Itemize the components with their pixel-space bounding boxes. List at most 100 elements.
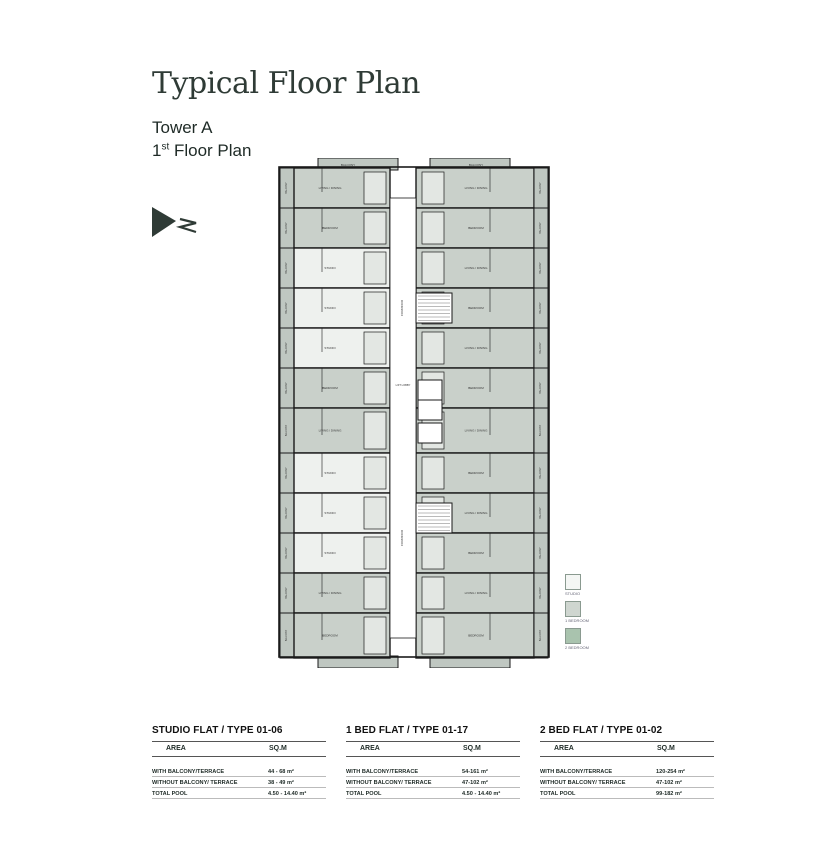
table-header: AREA SQ.M [540, 742, 714, 756]
room-label: BEDROOM [322, 386, 338, 390]
room-label: BALCONY [285, 547, 288, 559]
room-label: BALCONY [285, 262, 288, 274]
col-sqm: SQ.M [657, 745, 675, 752]
left-bath [363, 291, 387, 325]
left-bath [363, 331, 387, 365]
room-label: BALCONY [539, 182, 542, 194]
col-area: AREA [166, 745, 186, 752]
room-label: LIVING / DINING [465, 511, 489, 515]
left-bath [363, 371, 387, 405]
table-rule [540, 756, 714, 757]
lift-car [417, 422, 443, 444]
room-label: BALCONY [539, 262, 542, 274]
table-rule [346, 756, 520, 757]
floor-ordinal: st [161, 141, 170, 153]
room-label: BALCONY [539, 507, 542, 519]
room-label: BALCONY [285, 342, 288, 354]
lift-car [417, 379, 443, 401]
room-label: LIVING / DINING [465, 429, 489, 433]
room-label: LIVING / DINING [465, 346, 489, 350]
room-label: BALCONY [539, 382, 542, 394]
room-label: BALCONY [285, 629, 288, 641]
room-label: BEDROOM [468, 634, 484, 638]
room-label: BALCONY [469, 163, 483, 167]
floor-plan-drawing: BALCONY BALCONY BALCONY LIVING / DINING BALC… [278, 158, 550, 668]
right-bath [421, 171, 445, 205]
room-label: BALCONY [539, 547, 542, 559]
room-label: CORRIDOR [400, 529, 404, 546]
room-label: STUDIO [324, 346, 336, 350]
room-label: BALCONY [285, 222, 288, 234]
north-arrow-n-mark [175, 217, 197, 234]
left-bath [363, 211, 387, 245]
col-area: AREA [360, 745, 380, 752]
legend-label: 1 BEDROOM [565, 618, 590, 623]
plan-core [278, 166, 550, 658]
plan-outline [278, 166, 550, 658]
room-label: BEDROOM [468, 471, 484, 475]
tower-name: Tower A [152, 118, 213, 137]
room-label: STUDIO [324, 511, 336, 515]
right-bath [421, 251, 445, 285]
left-bath [363, 616, 387, 655]
room-label: BALCONY [285, 587, 288, 599]
floor-suffix: Floor Plan [169, 141, 252, 160]
room-label: LIVING / DINING [465, 186, 489, 190]
room-label: LIVING / DINING [319, 429, 343, 433]
col-sqm: SQ.M [463, 745, 481, 752]
floor-name: 1st Floor Plan [152, 141, 251, 161]
room-label: BALCONY [539, 587, 542, 599]
legend-label: 2 BEDROOM [565, 645, 590, 650]
room-label: CORRIDOR [400, 299, 404, 316]
area-table-studio: STUDIO FLAT / TYPE 01-06 AREA SQ.M WITH … [152, 725, 326, 799]
col-area: AREA [554, 745, 574, 752]
table-title: 2 BED FLAT / TYPE 01-02 [540, 725, 663, 736]
north-arrow-triangle [152, 207, 176, 237]
table-rule [346, 741, 520, 742]
legend-item: STUDIO [565, 574, 581, 601]
plan-labels: BALCONY BALCONY BALCONY LIVING / DINING BALC… [285, 163, 542, 641]
floor-number: 1 [152, 141, 162, 160]
room-label: LIVING / DINING [319, 591, 343, 595]
room-label: STUDIO [324, 266, 336, 270]
corridor [389, 197, 417, 639]
room-label: BALCONY [285, 467, 288, 479]
legend-swatch-2-bedroom [565, 628, 581, 644]
right-bath [421, 456, 445, 490]
room-label: BEDROOM [468, 226, 484, 230]
room-label: BEDROOM [468, 306, 484, 310]
room-label: STUDIO [324, 551, 336, 555]
room-label: STUDIO [324, 471, 336, 475]
table-header: AREA SQ.M [346, 742, 520, 756]
room-label: LIVING / DINING [465, 266, 489, 270]
room-label: BALCONY [285, 182, 288, 194]
room-label: LIVING / DINING [319, 186, 343, 190]
room-label: BEDROOM [468, 386, 484, 390]
page-title: Typical Floor Plan [152, 66, 420, 101]
right-bath [421, 331, 445, 365]
right-bath [421, 536, 445, 570]
stair-core-bottom [415, 502, 453, 534]
table-title: STUDIO FLAT / TYPE 01-06 [152, 725, 283, 736]
right-bath [421, 616, 445, 655]
right-bath [421, 211, 445, 245]
left-bath [363, 496, 387, 530]
left-bath [363, 411, 387, 450]
left-bath [363, 536, 387, 570]
legend-item: 1 BEDROOM [565, 601, 589, 628]
left-bath [363, 456, 387, 490]
col-sqm: SQ.M [269, 745, 287, 752]
room-label: BALCONY [539, 467, 542, 479]
room-label: BEDROOM [322, 634, 338, 638]
plan-units [279, 158, 549, 668]
table-header: AREA SQ.M [152, 742, 326, 756]
